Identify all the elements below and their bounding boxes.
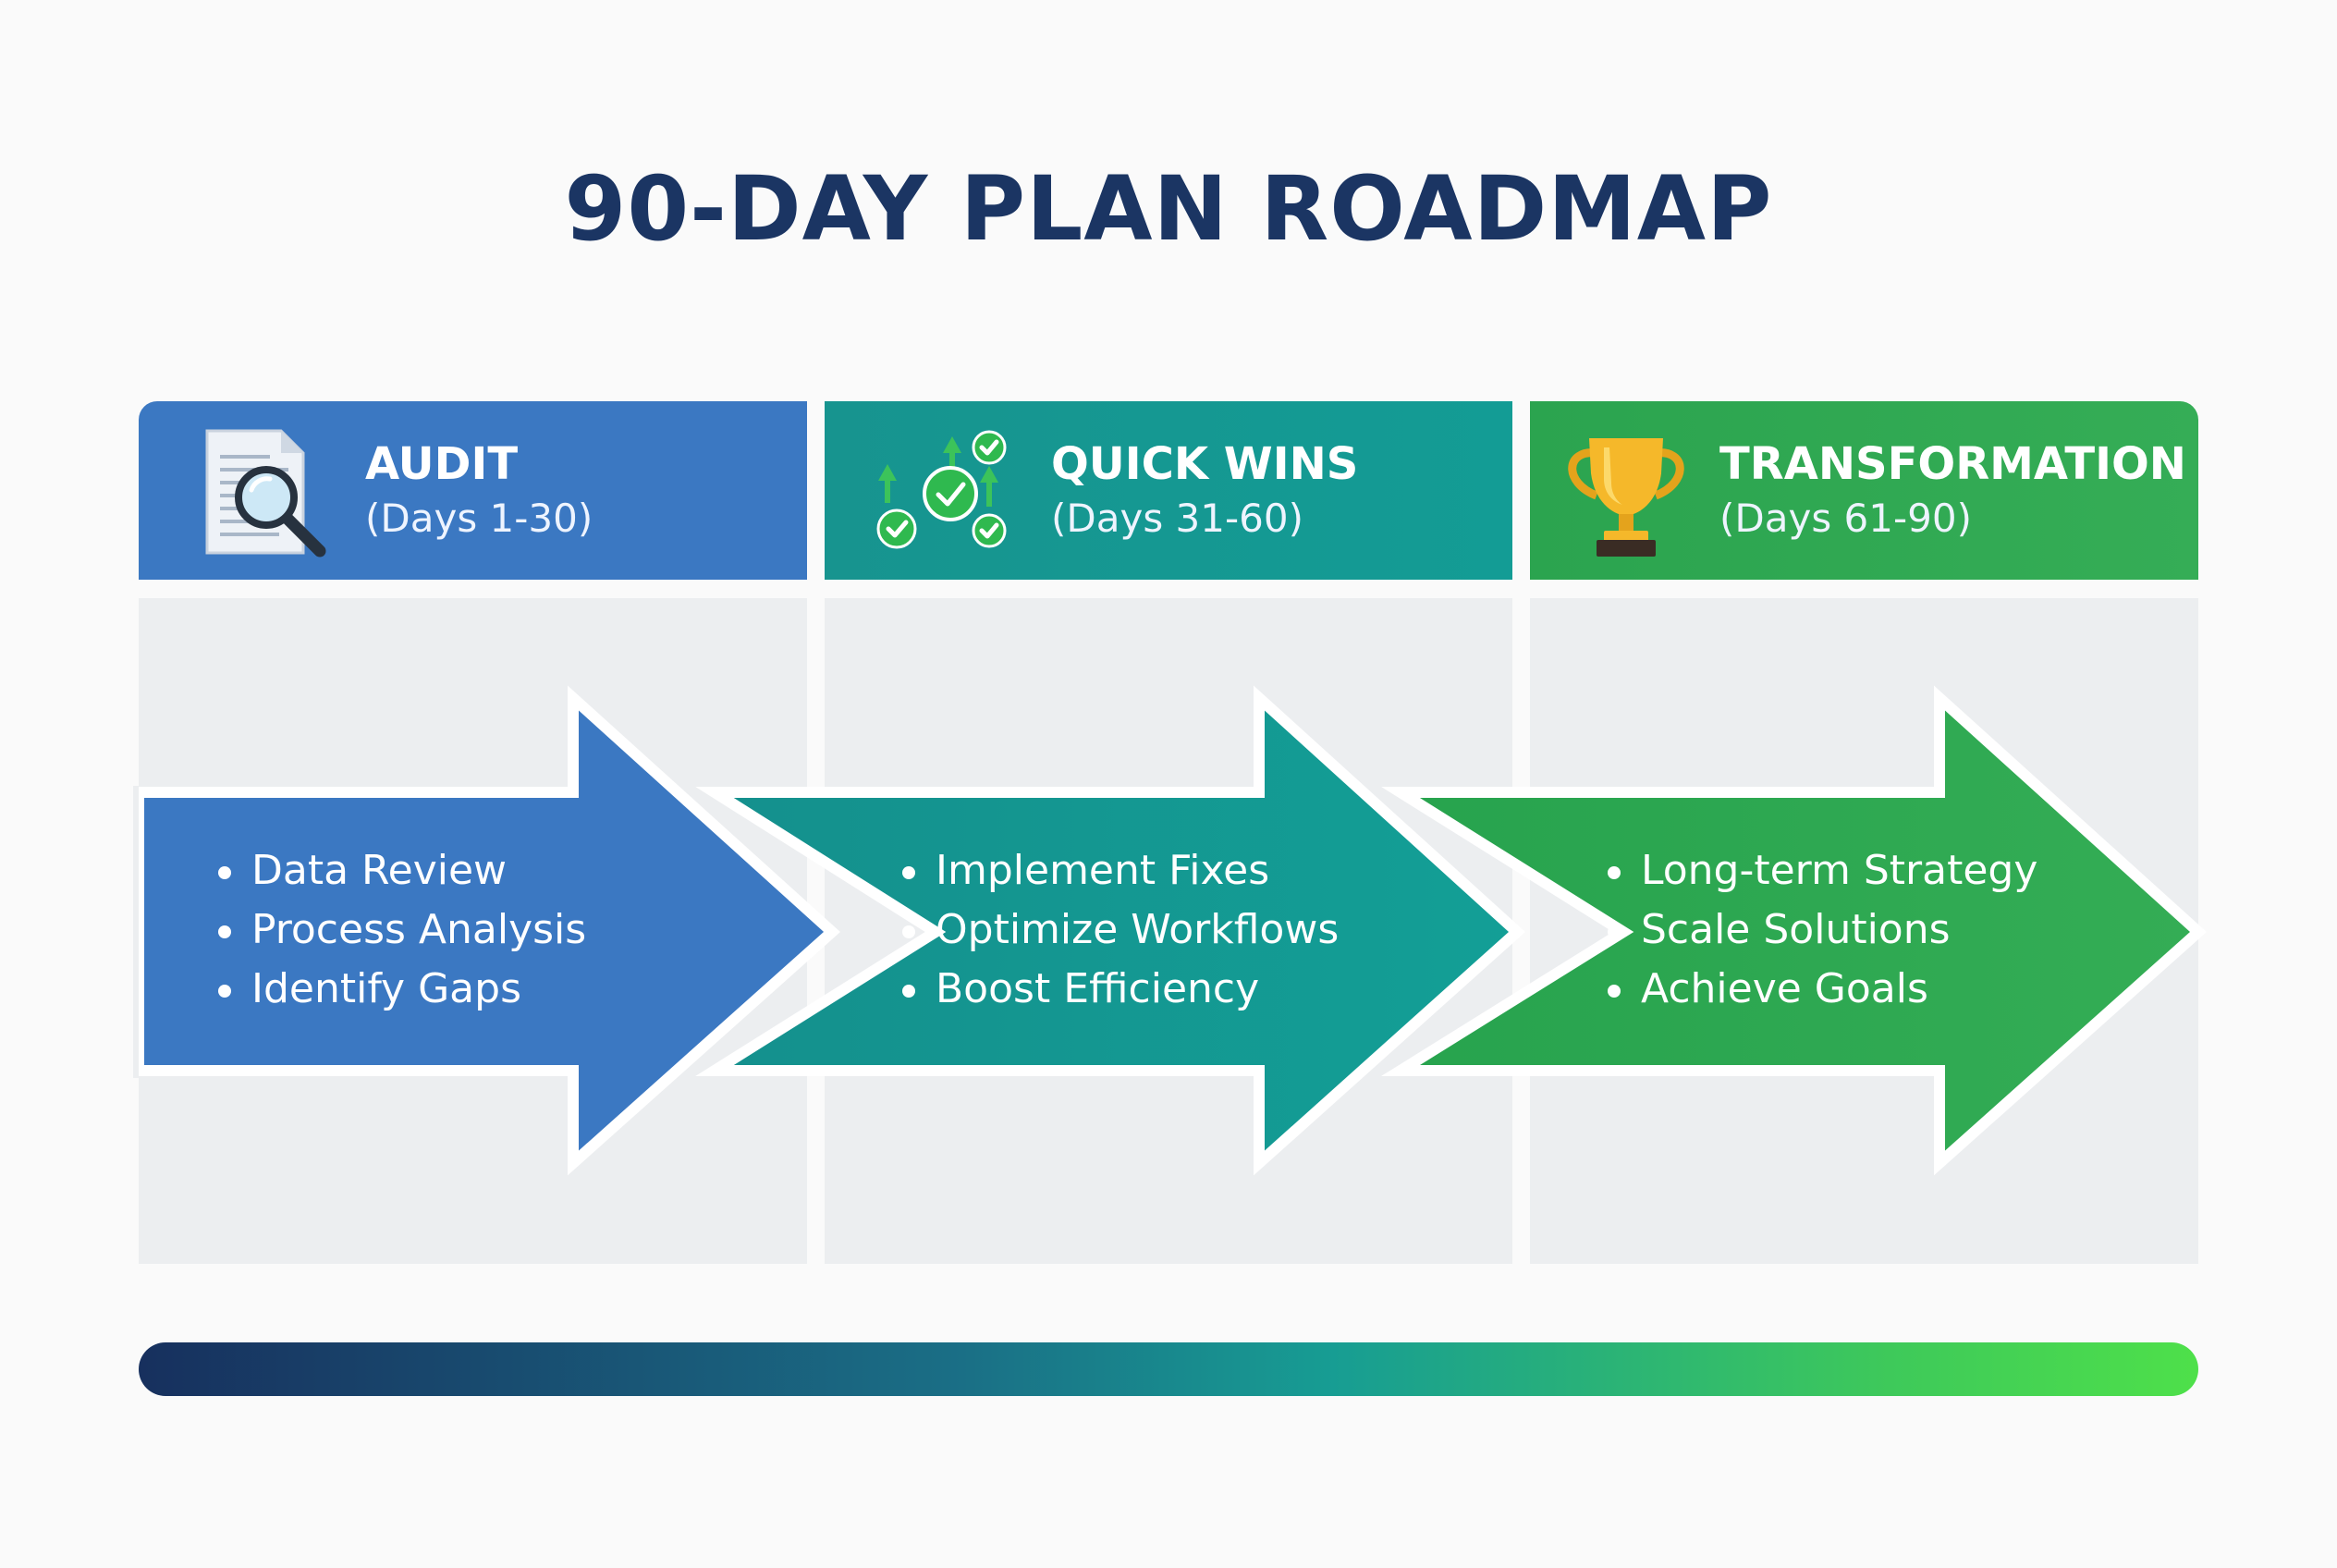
phase-header-transformation: TRANSFORMATION (Days 61-90) — [1530, 401, 2198, 580]
arrow-transformation — [1381, 685, 2207, 1176]
list-item: Scale Solutions — [1604, 900, 2037, 960]
phase-days: (Days 31-60) — [1051, 496, 1303, 541]
list-item: Long-term Strategy — [1604, 841, 2037, 900]
phase-days: (Days 61-90) — [1719, 496, 1972, 541]
timeline-gradient-bar — [139, 1342, 2198, 1396]
audit-task-list: Data Review Process Analysis Identify Ga… — [214, 841, 586, 1019]
transformation-task-list: Long-term Strategy Scale Solutions Achie… — [1604, 841, 2037, 1019]
list-item: Achieve Goals — [1604, 960, 2037, 1019]
page-title: 90-DAY PLAN ROADMAP — [564, 157, 1773, 261]
arrow-quick-wins — [695, 685, 1525, 1176]
phase-title: TRANSFORMATION — [1719, 438, 2186, 490]
list-item: Boost Efficiency — [899, 960, 1339, 1019]
list-item: Identify Gaps — [214, 960, 586, 1019]
phase-title: QUICK WINS — [1051, 438, 1359, 490]
phase-header-audit: AUDIT (Days 1-30) — [139, 401, 807, 580]
arrow-audit — [133, 685, 840, 1176]
document-magnifier-icon — [205, 429, 326, 557]
trophy-icon — [1568, 438, 1684, 557]
list-item: Data Review — [214, 841, 586, 900]
checkmarks-growth-icon — [876, 430, 1007, 549]
list-item: Implement Fixes — [899, 841, 1339, 900]
phase-title: AUDIT — [365, 438, 519, 490]
list-item: Optimize Workflows — [899, 900, 1339, 960]
phase-header-quick-wins: QUICK WINS (Days 31-60) — [825, 401, 1512, 580]
quick-wins-task-list: Implement Fixes Optimize Workflows Boost… — [899, 841, 1339, 1019]
phase-days: (Days 1-30) — [365, 496, 593, 541]
list-item: Process Analysis — [214, 900, 586, 960]
